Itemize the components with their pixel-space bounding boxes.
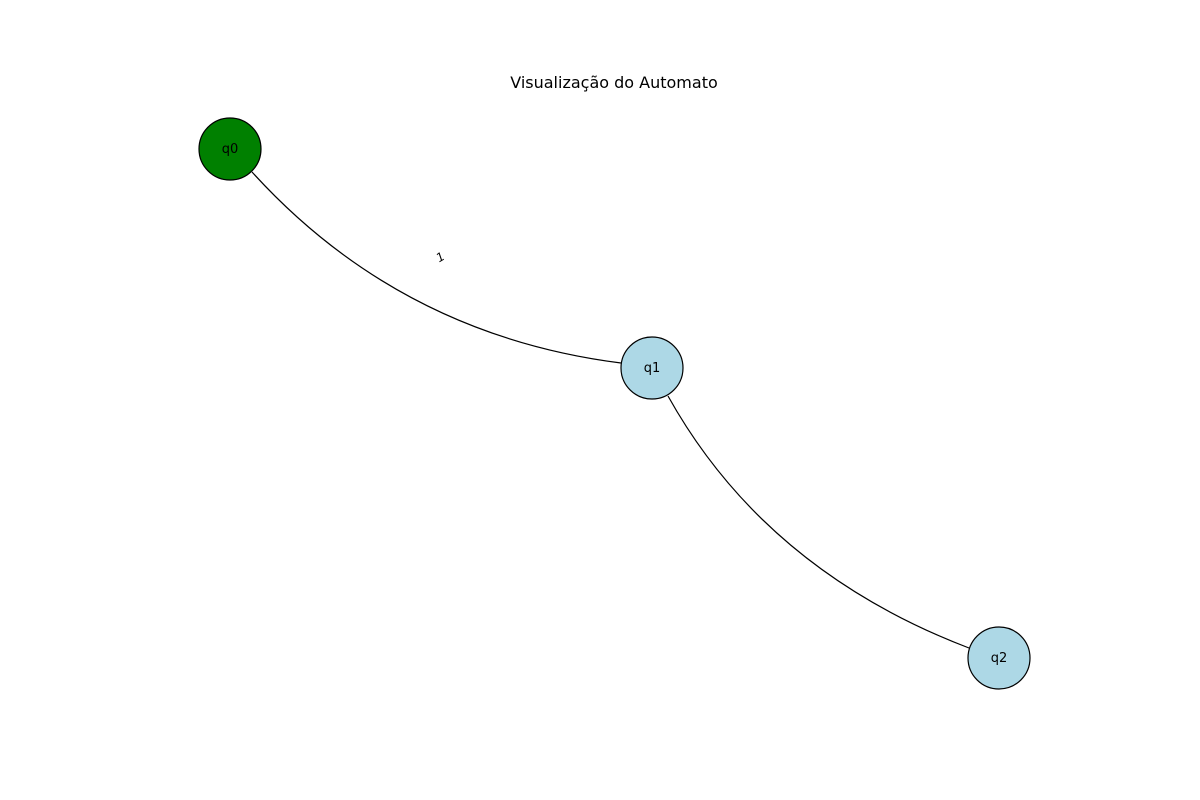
state-node-q1: q1 — [620, 336, 684, 400]
state-circle-q0 — [198, 117, 262, 181]
diagram-title: Visualização do Automato — [510, 73, 718, 92]
state-label-q2: q2 — [991, 651, 1008, 666]
transition-label-q0-q1: 1 — [434, 249, 448, 265]
state-circle-q1 — [620, 336, 684, 400]
state-node-q0: q0 — [198, 117, 262, 181]
state-label-q0: q0 — [222, 142, 239, 157]
state-circle-q2 — [967, 626, 1031, 690]
edges: 1 — [251, 171, 970, 649]
state-label-q1: q1 — [644, 361, 661, 376]
state-node-q2: q2 — [967, 626, 1031, 690]
transition-edge-q1-q2 — [667, 395, 970, 649]
transition-edge-q0-q1 — [251, 171, 622, 364]
